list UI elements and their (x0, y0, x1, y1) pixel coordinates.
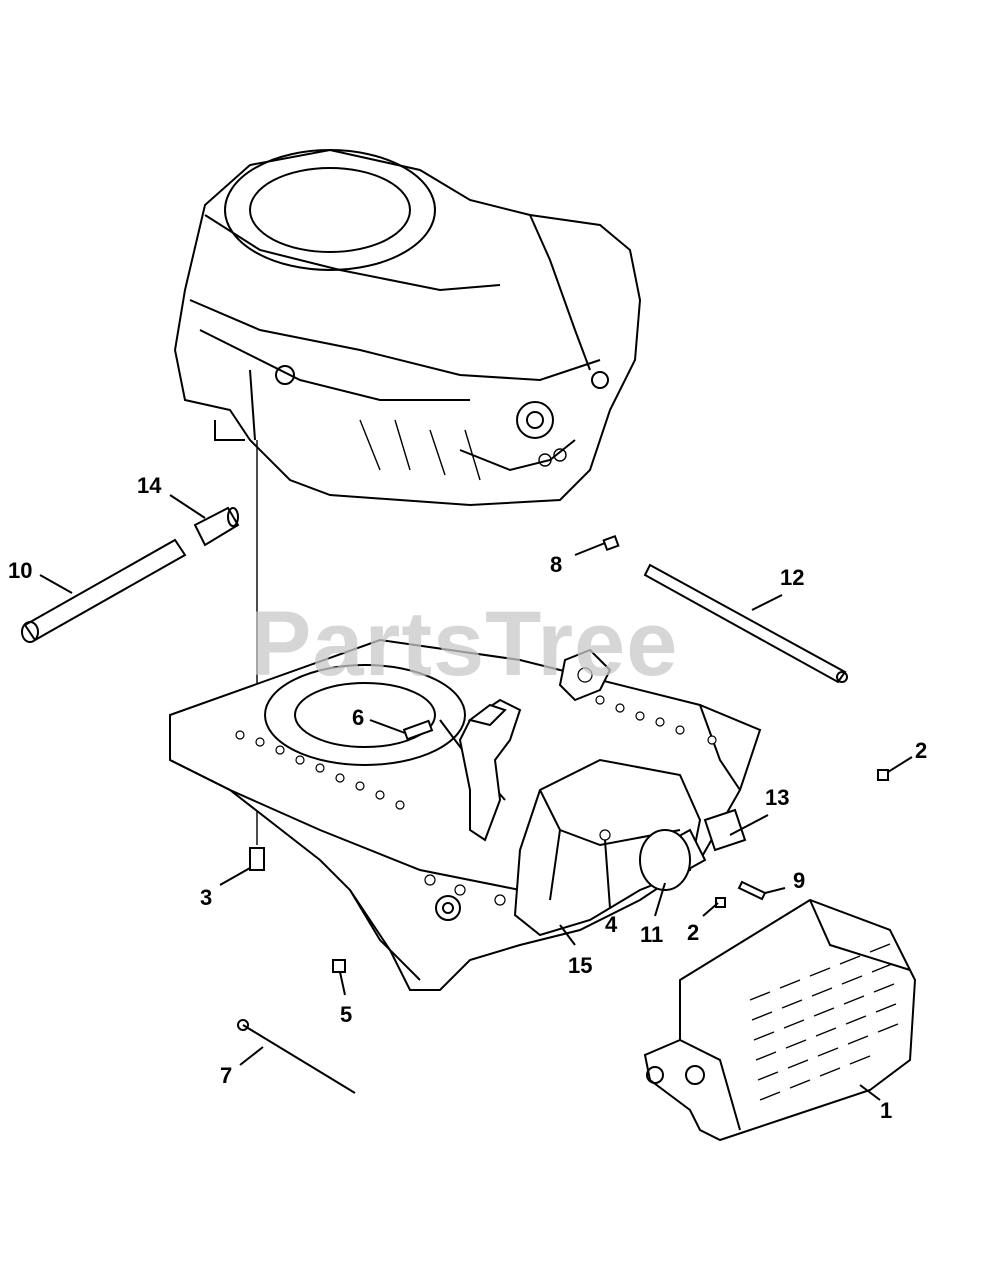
watermark: PartsTree (250, 593, 678, 695)
callout-3: 3 (200, 885, 212, 910)
callout-8: 8 (550, 552, 562, 577)
callout-labels: 1 2 2 3 4 5 6 7 8 9 10 11 12 13 14 15 (8, 473, 927, 1123)
tie-strap-7 (237, 1019, 356, 1094)
engine-illustration (173, 148, 642, 507)
callout-7: 7 (220, 1063, 232, 1088)
muffler-illustration (458, 648, 702, 937)
coupler-14 (193, 506, 240, 547)
callout-15: 15 (568, 953, 592, 978)
callout-12: 12 (780, 565, 804, 590)
hardware (249, 534, 889, 973)
callout-2-upper: 2 (915, 738, 927, 763)
rod-12 (643, 563, 848, 684)
callout-6: 6 (352, 705, 364, 730)
callout-4: 4 (605, 912, 618, 937)
callout-9: 9 (793, 868, 805, 893)
callout-14: 14 (137, 473, 162, 498)
pipe-10 (21, 538, 187, 643)
callout-1: 1 (880, 1098, 892, 1123)
callout-13: 13 (765, 785, 789, 810)
heat-shield-illustration (643, 898, 917, 1142)
callout-5: 5 (340, 1002, 352, 1027)
callout-10: 10 (8, 558, 32, 583)
callout-11: 11 (640, 922, 663, 947)
leader-lines (39, 494, 913, 1101)
callout-2-lower: 2 (687, 920, 699, 945)
